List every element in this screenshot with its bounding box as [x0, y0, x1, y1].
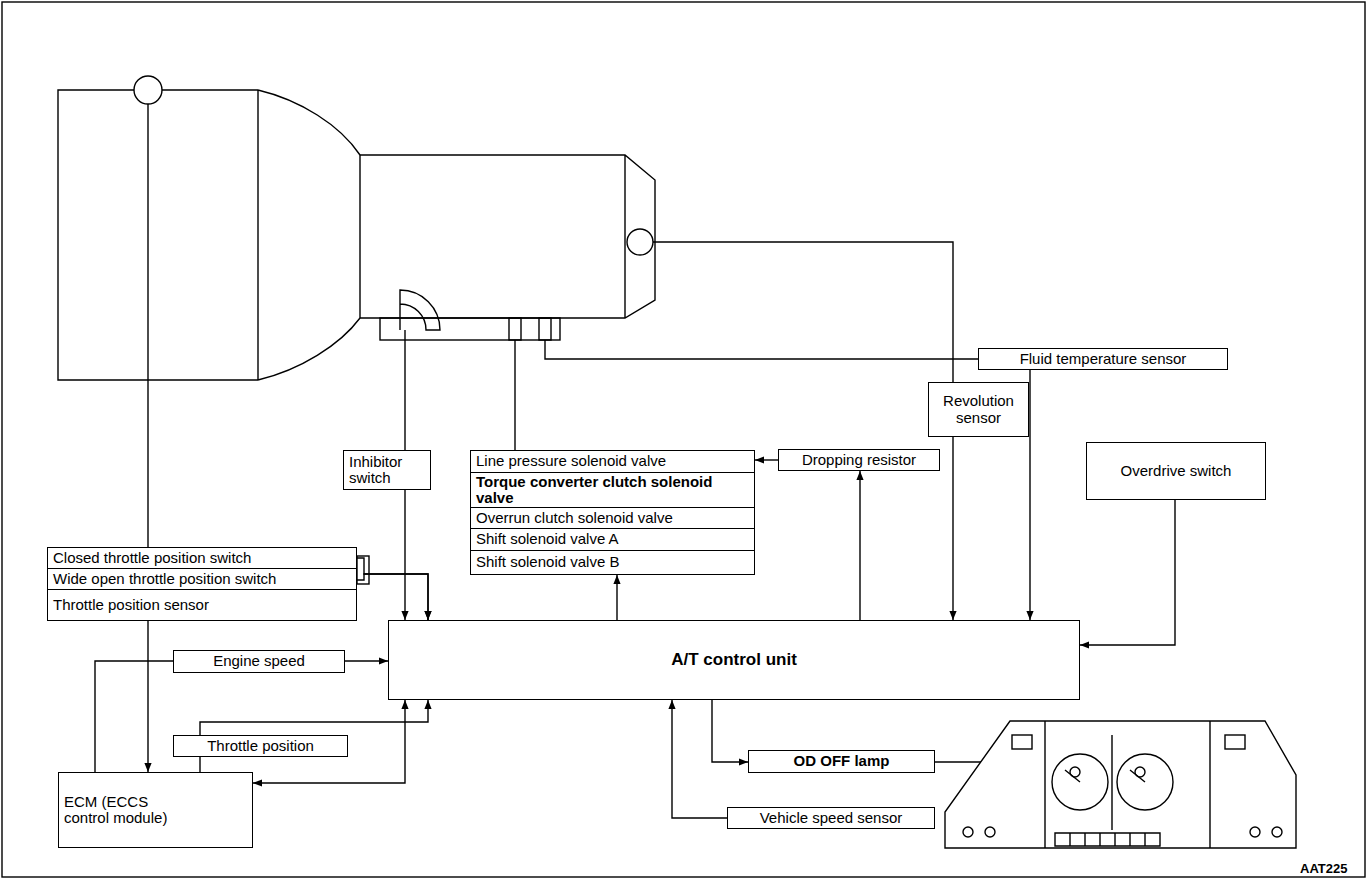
component-box: Overrun clutch solenoid valve	[470, 507, 755, 529]
component-label: A/T control unit	[671, 651, 797, 670]
transmission-case	[360, 155, 655, 318]
leader-wire	[545, 340, 978, 359]
component-label: Revolution sensor	[934, 393, 1023, 426]
engine-outline	[58, 90, 258, 380]
component-label: Throttle position	[207, 738, 314, 755]
component-label: Closed throttle position switch	[53, 550, 251, 567]
signal-line	[755, 459, 778, 460]
component-label: Shift solenoid valve B	[476, 554, 619, 571]
component-box: Revolution sensor	[928, 382, 1029, 437]
signal-line	[199, 757, 200, 772]
component-label: Inhibitor switch	[349, 454, 425, 487]
valve-tab	[509, 318, 521, 340]
component-label: Fluid temperature sensor	[1020, 351, 1187, 368]
panel-icon	[1225, 735, 1245, 749]
signal-line	[859, 471, 860, 620]
component-box: Overdrive switch	[1086, 442, 1266, 500]
leader-wire	[935, 761, 981, 762]
instrument-panel	[945, 721, 1296, 848]
component-box: Inhibitor switch	[343, 450, 431, 490]
component-box: A/T control unit	[388, 620, 1080, 700]
component-label: Dropping resistor	[802, 452, 916, 469]
signal-line	[1080, 500, 1175, 645]
signal-line	[952, 437, 953, 620]
gauge-hub	[1070, 767, 1080, 777]
oil-pan	[380, 318, 560, 340]
component-box: Engine speed	[173, 650, 345, 673]
component-label: Throttle position sensor	[53, 597, 209, 614]
component-box: Closed throttle position switch	[47, 547, 357, 569]
component-box: Dropping resistor	[778, 449, 940, 471]
panel-knob	[985, 827, 995, 837]
signal-line	[672, 700, 727, 818]
component-box: Throttle position	[173, 735, 348, 757]
figure-code: AAT225	[1300, 861, 1347, 876]
signal-line	[1029, 370, 1030, 620]
signal-line	[200, 700, 428, 735]
panel-knob	[1272, 827, 1282, 837]
component-box: Shift solenoid valve B	[470, 550, 755, 575]
component-label: Overrun clutch solenoid valve	[476, 510, 673, 527]
component-box: ECM (ECCS control module)	[58, 772, 253, 848]
component-label: Torque converter clutch solenoid valve	[476, 474, 749, 507]
revolution-sensor-circle	[627, 229, 653, 255]
component-box: Fluid temperature sensor	[978, 348, 1228, 370]
component-box: Vehicle speed sensor	[727, 807, 935, 829]
component-label: Engine speed	[213, 653, 305, 670]
signal-line	[95, 661, 173, 772]
component-label: Vehicle speed sensor	[760, 810, 903, 827]
indicator-row	[1055, 833, 1160, 846]
component-label: Line pressure solenoid valve	[476, 453, 666, 470]
panel-divider	[1045, 721, 1210, 848]
component-box: Torque converter clutch solenoid valve	[470, 472, 755, 508]
gauge-hub	[1135, 767, 1145, 777]
component-box: Shift solenoid valve A	[470, 528, 755, 551]
component-box: Line pressure solenoid valve	[470, 450, 755, 473]
panel-knob	[963, 827, 973, 837]
component-box: OD OFF lamp	[748, 750, 935, 773]
signal-line	[616, 575, 617, 620]
signal-line	[712, 700, 748, 762]
signal-line	[357, 574, 428, 620]
component-label: Shift solenoid valve A	[476, 531, 619, 548]
component-label: Overdrive switch	[1121, 463, 1232, 480]
signal-line	[404, 490, 405, 620]
signal-line	[345, 660, 388, 661]
component-box: Throttle position sensor	[47, 589, 357, 621]
leader-wire	[653, 242, 953, 382]
sensor-tab	[539, 318, 551, 340]
component-label: Wide open throttle position switch	[53, 571, 276, 588]
throttle-sensor-circle	[134, 76, 162, 104]
leader-wire	[404, 330, 405, 450]
component-label: ECM (ECCS control module)	[64, 794, 184, 827]
leader-wire	[147, 104, 148, 547]
panel-icon	[1012, 735, 1032, 749]
component-label: OD OFF lamp	[794, 753, 890, 770]
panel-knob	[1250, 827, 1260, 837]
signal-line	[357, 558, 428, 620]
converter-housing	[258, 90, 360, 380]
signal-line	[147, 621, 148, 772]
component-box: Wide open throttle position switch	[47, 568, 357, 590]
inhibitor-symbol	[400, 290, 440, 330]
leader-wire	[514, 340, 515, 450]
